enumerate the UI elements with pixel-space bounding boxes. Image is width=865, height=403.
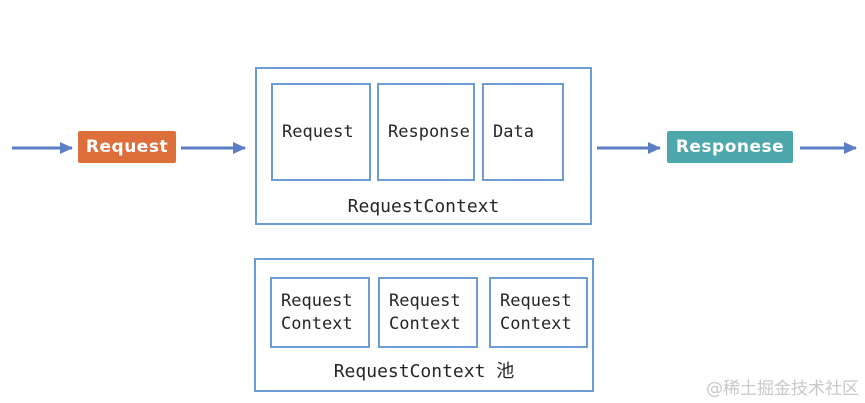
pool-item-request-context: Request Context	[378, 277, 478, 348]
pool-item-request-context: Request Context	[270, 277, 370, 348]
request-context-box: Request Response Data RequestContext	[255, 67, 592, 225]
context-item-request: Request	[271, 83, 371, 181]
request-context-label: RequestContext	[347, 196, 500, 217]
response-badge: Responese	[667, 131, 793, 163]
watermark: @稀土掘金技术社区	[706, 379, 859, 399]
pool-item-request-context: Request Context	[489, 277, 588, 348]
request-context-pool-box: Request Context Request Context Request …	[254, 258, 594, 392]
request-context-pool-label: RequestContext 池	[333, 361, 515, 382]
request-badge: Request	[78, 131, 176, 163]
context-item-response: Response	[377, 83, 475, 181]
context-item-data: Data	[482, 83, 564, 181]
